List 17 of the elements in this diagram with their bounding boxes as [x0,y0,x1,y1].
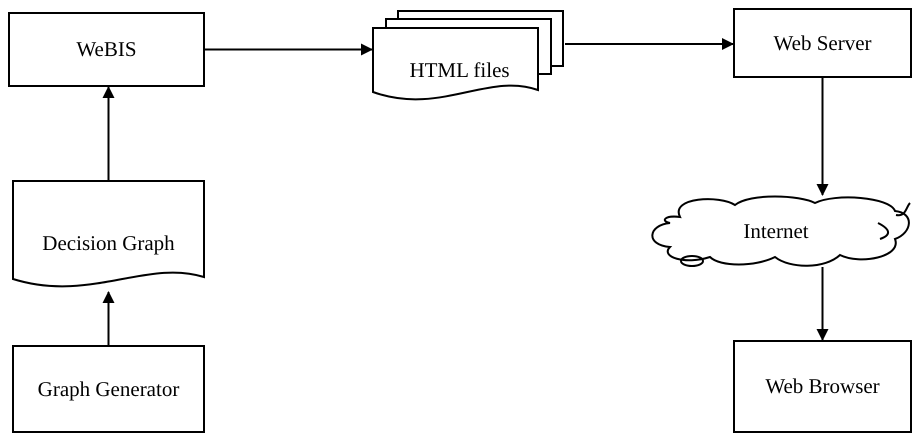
node-label: WeBIS [76,36,137,64]
process-box [8,12,205,87]
process-box [733,8,912,78]
node-label: HTML files [409,56,510,84]
arrow [816,267,828,341]
node-label: Decision Graph [42,230,175,257]
node-label: Web Server [773,30,872,57]
node-label: Graph Generator [38,376,180,403]
arrow [102,291,114,345]
node-label: Internet [743,218,809,245]
process-box [733,340,912,433]
process-box [12,345,205,433]
node-label: Web Browser [765,373,880,400]
arrow [102,86,114,180]
arrow [565,38,734,50]
arrow [816,78,828,196]
arrow [205,44,373,56]
